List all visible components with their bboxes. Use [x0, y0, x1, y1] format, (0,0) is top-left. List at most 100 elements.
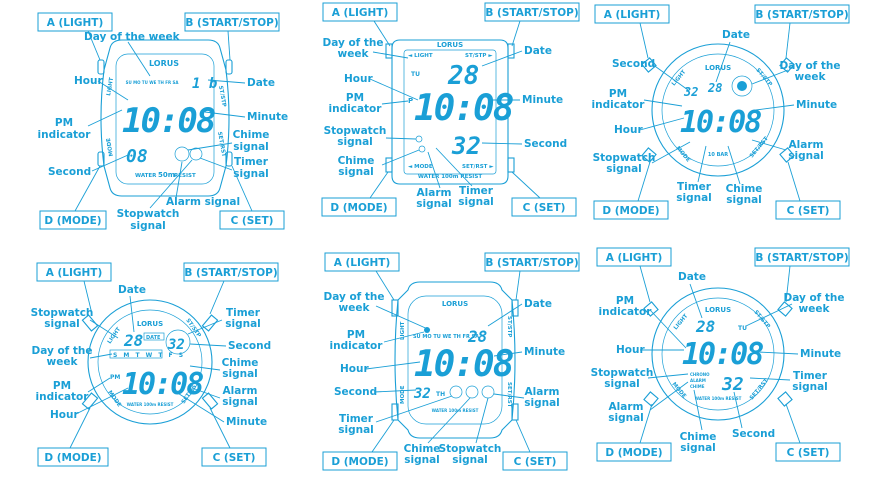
label-hour: Hour [50, 409, 79, 421]
button-c-label: C (SET) [787, 205, 830, 217]
label-timer-1: Timer [234, 156, 269, 168]
leader-b [227, 30, 231, 61]
button-box-d [322, 451, 398, 471]
days-row: SU MO TU WE TH FR SA [413, 334, 479, 340]
leader-pm [87, 109, 123, 127]
leader-stopwatch [647, 373, 689, 379]
label-chime-2: signal [222, 368, 258, 380]
side-button-c [511, 403, 519, 421]
leader-d [69, 407, 91, 449]
label-stopwatch-1: Stopwatch [591, 367, 654, 379]
label-stopwatch-1: Stopwatch [117, 208, 180, 220]
label-timer-2: signal [338, 424, 374, 436]
leader-timer [435, 147, 473, 187]
leader-b [785, 265, 791, 303]
label-date: Date [722, 29, 750, 41]
time-digits: 10:08 [680, 105, 761, 140]
timer-icon [449, 385, 463, 399]
leader-date [689, 283, 703, 319]
side-button-c [507, 157, 515, 173]
label-minute: Minute [522, 94, 563, 106]
watch-bezel [661, 297, 775, 411]
button-b-label: B (START/STOP) [184, 267, 277, 279]
mode-label: MODE [674, 145, 691, 163]
side-button-d [643, 391, 659, 407]
label-hour: Hour [344, 73, 373, 85]
label-day-2: week [338, 48, 370, 60]
mode-label: ◄ MODE [408, 164, 433, 170]
label-day-2: week [339, 302, 371, 314]
day-indicator: TU [411, 71, 420, 78]
leader-stopwatch [385, 137, 417, 140]
side-button-c [201, 392, 219, 410]
button-box-d [39, 210, 107, 230]
leader-a [87, 30, 101, 61]
label-alarm-1: Alarm [525, 386, 560, 398]
leader-pm [649, 309, 687, 349]
button-box-d [321, 197, 397, 217]
label-chime-1: Chime [222, 357, 259, 369]
label-alarm-2: signal [788, 150, 824, 162]
button-box-a [322, 2, 398, 22]
button-d-label: D (MODE) [331, 456, 388, 468]
button-a-label: A (LIGHT) [46, 267, 103, 279]
watch-case [651, 43, 785, 177]
light-label: LIGHT [106, 77, 115, 96]
leader-minute [204, 111, 246, 118]
water-depth: 50m [158, 171, 175, 179]
label-day-1: Day of the [783, 292, 844, 304]
label-day-1: Day of the [322, 37, 383, 49]
leader-hour [365, 361, 421, 370]
watch-case [651, 287, 785, 421]
bar-text: 10 BAR [708, 152, 728, 158]
label-stopwatch-2: signal [337, 136, 373, 148]
label-pm-2: indicator [329, 103, 383, 115]
label-minute: Minute [796, 99, 837, 111]
button-a-label: A (LIGHT) [604, 9, 661, 21]
leader-second [189, 343, 227, 347]
leader-c [787, 161, 801, 202]
date-digits: 28 [695, 317, 715, 336]
leader-stopwatch [149, 159, 193, 209]
label-chime-2: signal [680, 442, 716, 454]
label-pm-1: PM [53, 380, 71, 392]
button-a-label: A (LIGHT) [332, 7, 389, 19]
label-chime-1: Chime [680, 431, 717, 443]
leader-c [209, 407, 231, 449]
label-alarm-2: signal [222, 396, 258, 408]
leader-day [751, 69, 789, 85]
alarm-icon [418, 145, 426, 153]
button-box-c [502, 451, 568, 471]
label-timer-1: Timer [793, 370, 828, 382]
water-resist: RESIST [174, 173, 196, 179]
side-button-b [225, 59, 233, 75]
label-timer-1: Timer [459, 185, 494, 197]
label-second: Second [48, 166, 91, 178]
label-day-1: Day of the [779, 60, 840, 72]
time-digits: 10:08 [414, 88, 513, 129]
label-stopwatch-2: signal [606, 163, 642, 175]
second-ring [165, 329, 191, 355]
light-label: LIGHT [673, 313, 690, 331]
second-digits: 32 [167, 337, 185, 353]
button-box-d [37, 447, 109, 467]
water-text: WATER 100m RESIST [127, 402, 174, 407]
second-digits: 32 [451, 132, 481, 160]
watch-case [87, 299, 213, 425]
label-second: Second [334, 386, 377, 398]
button-b-label: B (START/STOP) [485, 7, 578, 19]
watch-bezel [407, 295, 503, 425]
leader-b [785, 22, 791, 59]
button-d-label: D (MODE) [44, 452, 101, 464]
side-button-a [385, 43, 393, 59]
panel-5: A (LIGHT) B (START/STOP) D (MODE) C (SET… [322, 252, 580, 471]
button-b-label: B (START/STOP) [485, 257, 578, 269]
label-chime-2: signal [404, 454, 440, 466]
setrst-label: SET/RST ► [462, 164, 494, 170]
leader-timer [375, 395, 453, 423]
button-b-label: B (START/STOP) [755, 252, 848, 264]
label-pm-1: PM [347, 329, 365, 341]
date-digits: 28 [447, 61, 479, 91]
side-button-a [391, 299, 399, 317]
ststp-label: ST/STP [184, 318, 201, 339]
